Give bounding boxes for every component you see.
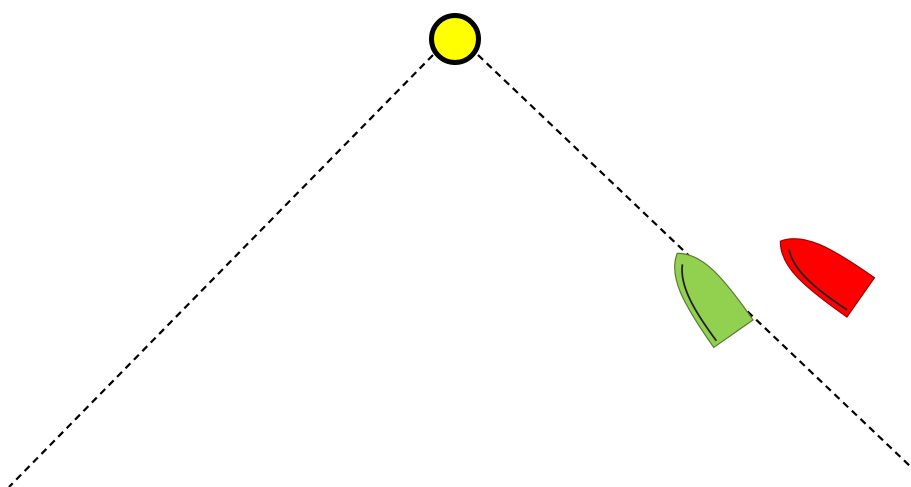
windward-mark <box>432 16 479 63</box>
